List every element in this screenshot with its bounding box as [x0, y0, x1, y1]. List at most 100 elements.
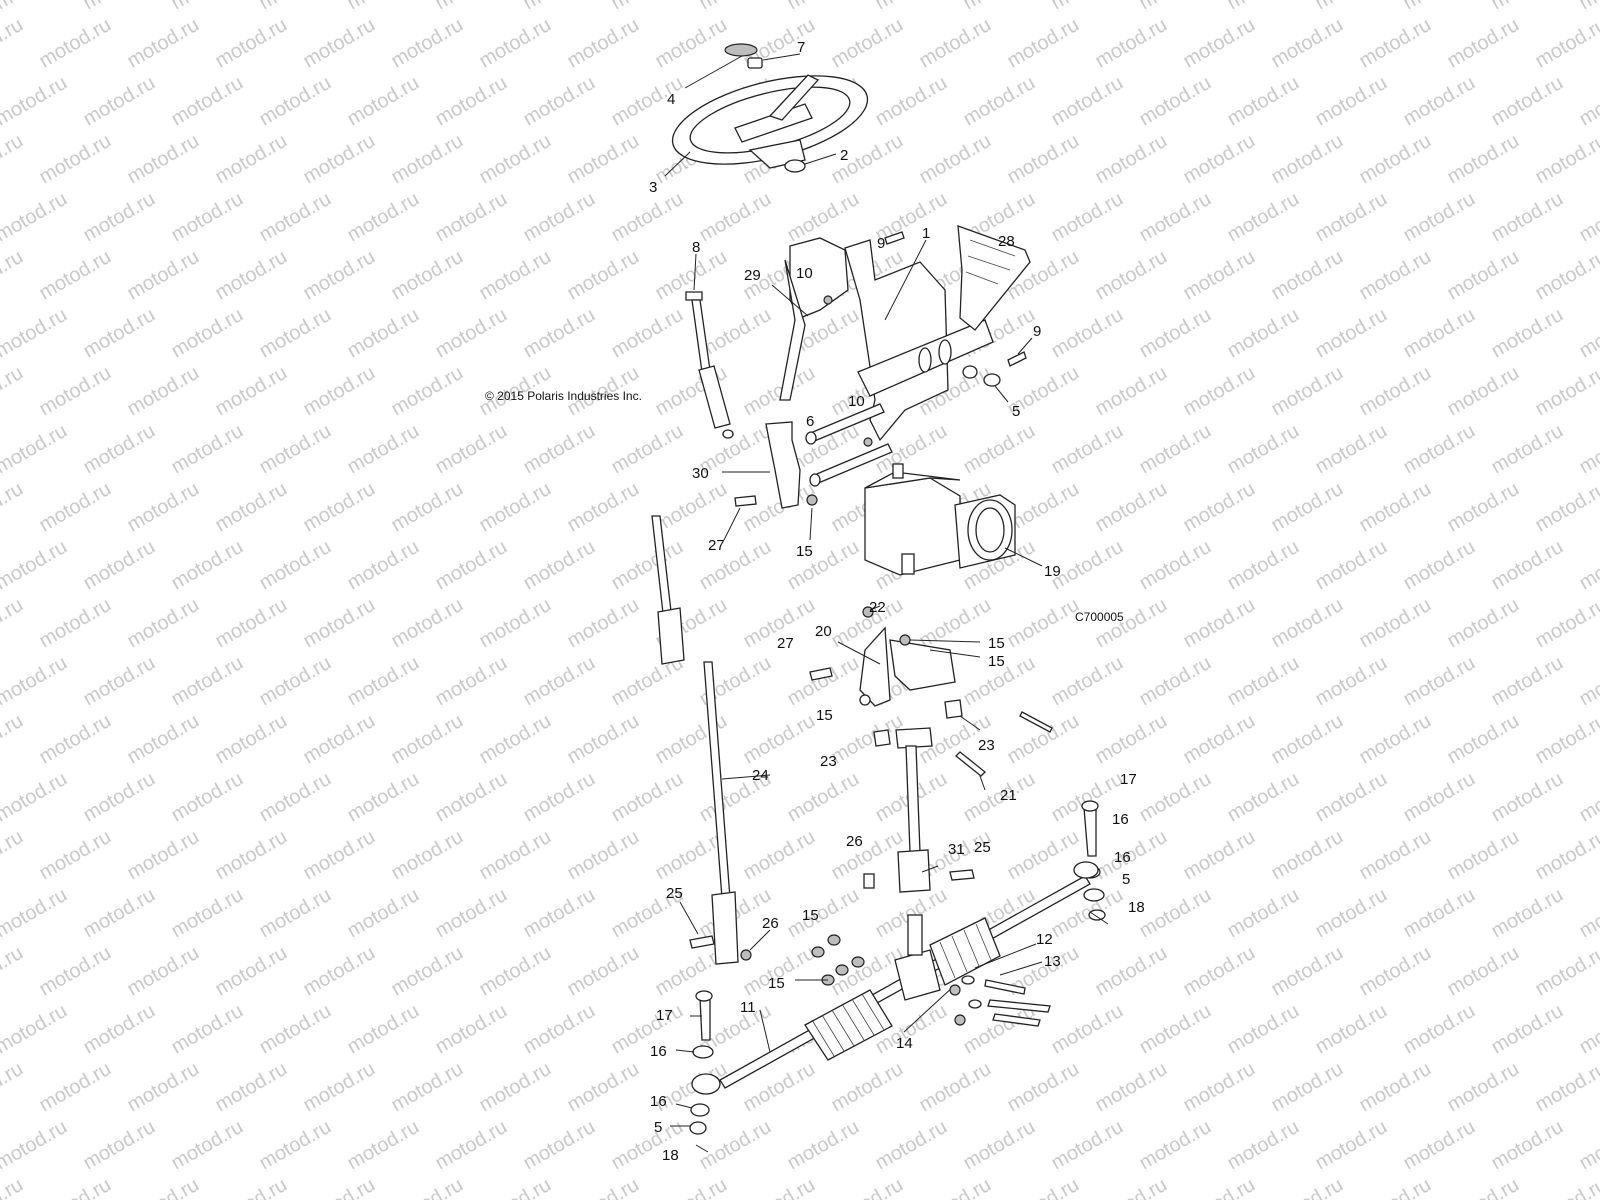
watermark-text: motod.ru: [1268, 1058, 1347, 1117]
watermark-text: motod.ru: [1004, 710, 1083, 769]
watermark-text: motod.ru: [916, 594, 995, 653]
watermark-text: motod.ru: [1004, 130, 1083, 189]
copyright-notice: © 2015 Polaris Industries Inc.: [485, 389, 642, 403]
callout-13: 13: [1044, 953, 1061, 970]
callout-15: 15: [802, 907, 819, 924]
watermark-text: motod.ru: [344, 304, 423, 363]
watermark-text: motod.ru: [1444, 1174, 1523, 1200]
callout-15: 15: [796, 543, 813, 560]
watermark-text: motod.ru: [1180, 594, 1259, 653]
watermark-text: motod.ru: [344, 0, 423, 14]
watermark-text: motod.ru: [1400, 188, 1479, 247]
callout-10: 10: [848, 393, 865, 410]
callout-16: 16: [650, 1043, 667, 1060]
watermark-text: motod.ru: [1180, 1058, 1259, 1117]
watermark-text: motod.ru: [696, 1116, 775, 1175]
watermark-text: motod.ru: [1136, 420, 1215, 479]
watermark-text: motod.ru: [0, 188, 71, 247]
callout-19: 19: [1044, 563, 1061, 580]
watermark-text: motod.ru: [1136, 536, 1215, 595]
watermark-text: motod.ru: [1004, 1174, 1083, 1200]
watermark-text: motod.ru: [1532, 1174, 1600, 1200]
watermark-text: motod.ru: [300, 14, 379, 73]
watermark-text: motod.ru: [300, 1058, 379, 1117]
watermark-text: motod.ru: [168, 1000, 247, 1059]
watermark-text: motod.ru: [784, 884, 863, 943]
watermark-text: motod.ru: [520, 884, 599, 943]
watermark-text: motod.ru: [1532, 14, 1600, 73]
watermark-text: motod.ru: [828, 1058, 907, 1117]
watermark-text: motod.ru: [608, 420, 687, 479]
watermark-text: motod.ru: [1532, 942, 1600, 1001]
callout-labels: 7 4 2 3 8 29 10 9 1 28 9 5 10 6 30 27 15…: [649, 39, 1145, 1164]
watermark-text: motod.ru: [124, 14, 203, 73]
watermark-text: motod.ru: [1048, 420, 1127, 479]
watermark-text: motod.ru: [1400, 304, 1479, 363]
watermark-text: motod.ru: [1576, 884, 1600, 943]
watermark-text: motod.ru: [784, 0, 863, 14]
yoke-30: [722, 421, 818, 541]
watermark-text: motod.ru: [1004, 826, 1083, 885]
watermark-text: motod.ru: [0, 1174, 27, 1200]
watermark-text: motod.ru: [608, 768, 687, 827]
callout-29: 29: [744, 267, 761, 284]
callout-8: 8: [692, 239, 700, 256]
callout-30: 30: [692, 465, 709, 482]
watermark-text: motod.ru: [432, 72, 511, 131]
watermark-text: motod.ru: [608, 188, 687, 247]
watermark-text: motod.ru: [1444, 14, 1523, 73]
watermark-text: motod.ru: [80, 536, 159, 595]
small-parts-middle: [863, 865, 975, 889]
watermark-text: motod.ru: [1312, 768, 1391, 827]
watermark-text: motod.ru: [1488, 652, 1567, 711]
watermark-text: motod.ru: [1444, 594, 1523, 653]
watermark-text: motod.ru: [388, 362, 467, 421]
watermark-text: motod.ru: [0, 884, 71, 943]
watermark-text: motod.ru: [0, 1000, 71, 1059]
watermark-text: motod.ru: [476, 826, 555, 885]
watermark-text: motod.ru: [1312, 884, 1391, 943]
watermark-text: motod.ru: [1356, 14, 1435, 73]
watermark-text: motod.ru: [0, 1058, 27, 1117]
callout-22: 22: [869, 599, 886, 616]
watermark-text: motod.ru: [476, 478, 555, 537]
watermark-text: motod.ru: [124, 1058, 203, 1117]
watermark-text: motod.ru: [432, 884, 511, 943]
watermark-text: motod.ru: [1224, 0, 1303, 14]
watermark-text: motod.ru: [80, 768, 159, 827]
watermark-text: motod.ru: [1180, 478, 1259, 537]
watermark-text: motod.ru: [740, 710, 819, 769]
watermark-text: motod.ru: [520, 1000, 599, 1059]
watermark-text: motod.ru: [0, 652, 71, 711]
watermark-text: motod.ru: [1356, 942, 1435, 1001]
watermark-text: motod.ru: [1092, 826, 1171, 885]
watermark-text: motod.ru: [1576, 72, 1600, 131]
callout-27: 27: [708, 537, 725, 554]
watermark-text: motod.ru: [1312, 0, 1391, 14]
watermark-text: motod.ru: [1136, 652, 1215, 711]
watermark-text: motod.ru: [1092, 478, 1171, 537]
watermark-text: motod.ru: [80, 0, 159, 14]
watermark-text: motod.ru: [388, 826, 467, 885]
watermark-text: motod.ru: [168, 652, 247, 711]
watermark-text: motod.ru: [212, 594, 291, 653]
watermark-text: motod.ru: [36, 130, 115, 189]
watermark-text: motod.ru: [388, 1058, 467, 1117]
watermark-text: motod.ru: [1092, 246, 1171, 305]
callout-23: 23: [978, 737, 995, 754]
watermark-text: motod.ru: [564, 246, 643, 305]
watermark-text: motod.ru: [608, 1000, 687, 1059]
watermark-text: motod.ru: [1488, 768, 1567, 827]
rack-fasteners: [795, 934, 1051, 1027]
watermark-text: motod.ru: [1048, 72, 1127, 131]
watermark-text: motod.ru: [388, 942, 467, 1001]
watermark-text: motod.ru: [1092, 710, 1171, 769]
watermark-text: motod.ru: [36, 246, 115, 305]
watermark-text: motod.ru: [1532, 478, 1600, 537]
watermark-text: motod.ru: [696, 188, 775, 247]
watermark-text: motod.ru: [388, 130, 467, 189]
watermark-text: motod.ru: [608, 1116, 687, 1175]
watermark-text: motod.ru: [0, 304, 71, 363]
watermark-text: motod.ru: [432, 1116, 511, 1175]
watermark-text: motod.ru: [784, 188, 863, 247]
